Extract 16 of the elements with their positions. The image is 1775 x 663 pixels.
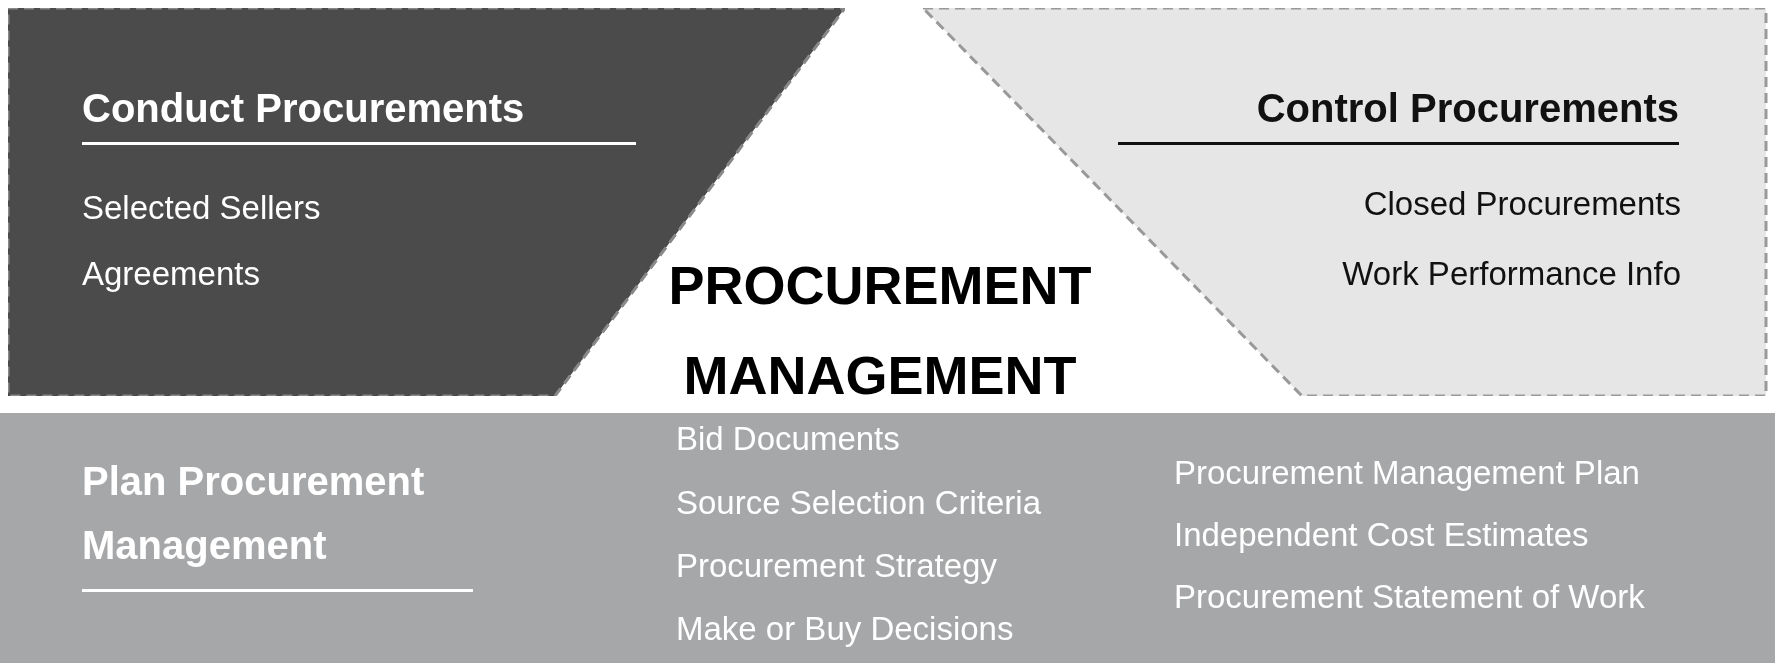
band-panel	[0, 413, 1775, 663]
list-item: Closed Procurements	[1363, 186, 1681, 223]
panel-heading: Control Procurements	[1118, 86, 1679, 145]
panel-heading: Conduct Procurements	[82, 86, 636, 145]
list-item: Selected Sellers	[82, 190, 321, 227]
list-item: Procurement Management Plan	[1174, 455, 1640, 492]
list-item: Agreements	[82, 256, 260, 293]
list-item: Work Performance Info	[1342, 256, 1681, 293]
list-item: Independent Cost Estimates	[1174, 517, 1589, 554]
list-item: Make or Buy Decisions	[676, 611, 1014, 648]
panel-heading: Plan Procurement Management	[82, 449, 473, 592]
title: PROCUREMENT MANAGEMENT	[667, 254, 1093, 407]
list-item: Procurement Statement of Work	[1174, 579, 1645, 616]
list-item: Bid Documents	[676, 421, 900, 458]
list-item: Procurement Strategy	[676, 548, 997, 585]
list-item: Source Selection Criteria	[676, 485, 1041, 522]
